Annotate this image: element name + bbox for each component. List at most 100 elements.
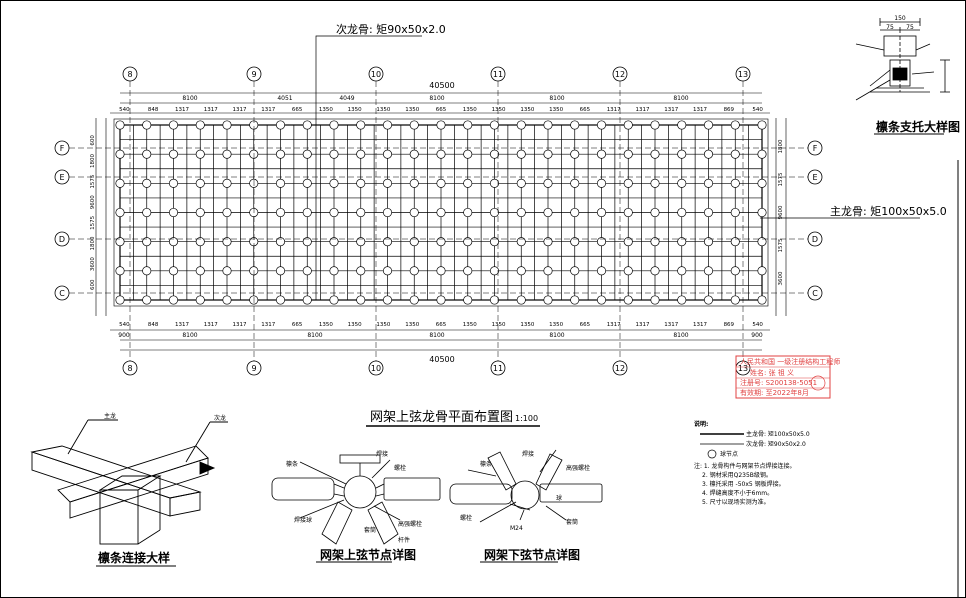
vertical-dim: 600 [90,135,96,146]
lower-node-label: 焊接 [522,450,534,458]
ball-node [115,178,125,188]
ball-node [463,295,473,305]
purlin-connection-title: 檩条连接大样 [98,550,170,565]
ball-node [516,149,526,159]
row-axis-label: F [813,144,818,153]
ball-node [757,178,767,188]
ball-node [516,178,526,188]
upper-node-detail [271,454,441,545]
plan-grid [113,118,769,307]
ball-node [570,266,580,276]
ball-node [409,295,419,305]
row-axis-bubble [807,285,823,301]
subgrid-dim: 1317 [664,107,678,113]
ball-node [730,149,740,159]
ball-node [409,237,419,247]
ball-node [356,120,366,130]
ball-node [356,149,366,159]
column-axis-label: 10 [371,70,381,79]
ball-node [382,120,393,130]
lower-node-label: M24 [510,525,523,532]
ball-node [115,120,125,130]
upper-node-label: 檩条 [286,460,298,468]
subgrid-dim: 869 [724,107,735,113]
subgrid-dim: 1317 [233,322,247,328]
ball-node [703,207,714,218]
ball-node [329,237,339,247]
notes-heading: 说明: [694,420,708,428]
ball-node [650,120,660,130]
notes-legend: 主龙骨: 矩100x50x5.0 [746,430,810,438]
ball-node [275,178,286,188]
notes-item: 3. 檩托采用 -50x5 钢板焊接。 [702,480,785,488]
subgrid-dim: 540 [752,322,763,328]
connection-label: 次龙 [214,414,226,422]
ball-node [329,295,339,305]
ball-node [275,266,286,276]
bottom-segment: 8100 [307,332,322,339]
ball-node [677,178,687,188]
ball-node [222,266,232,276]
ball-node [436,237,446,247]
ball-node [757,149,767,159]
subgrid-dim: 665 [292,322,303,328]
plan-scale: 1:100 [515,414,538,423]
ball-node [168,266,179,276]
ball-node [115,295,125,305]
ball-node [356,266,366,276]
lower-node-label: 套筒 [566,518,578,526]
ball-node [356,207,366,218]
ball-node [195,295,205,305]
vertical-dim: 9600 [778,205,784,219]
ball-node [329,149,339,159]
ball-node [623,295,633,305]
ball-node [650,207,660,218]
ball-node [596,237,607,247]
lower-node-detail [449,449,603,523]
ball-node [382,178,393,188]
ball-node [543,178,553,188]
ball-node [222,178,232,188]
ball-node [463,120,473,130]
column-axis-label: 12 [615,364,625,373]
ball-node [596,149,607,159]
ball-node [489,295,500,305]
top-segment: 4051 [277,95,292,102]
top-segment: 4049 [339,95,354,102]
subgrid-dim: 1317 [664,322,678,328]
ball-node [677,266,687,276]
subgrid-dim: 1350 [492,322,506,328]
row-axis-bubble [807,231,823,247]
ball-node [329,207,339,218]
subgrid-dim: 1317 [175,322,189,328]
upper-node-label: 套筒 [364,526,376,534]
ball-node [596,295,607,305]
notes-item: 2. 钢材采用Q235B级钢。 [702,471,772,479]
subgrid-dim: 1350 [405,107,419,113]
ball-node [516,266,526,276]
ball-node [677,237,687,247]
ball-node [703,178,714,188]
ball-node [168,237,179,247]
ball-node [677,120,687,130]
ball-node [623,266,633,276]
subgrid-dim: 1350 [492,107,506,113]
ball-node [168,149,179,159]
vertical-dim: 1575 [90,174,96,188]
ball-node [409,178,419,188]
ball-node [115,266,125,276]
subgrid-dim: 665 [292,107,303,113]
ball-node [195,120,205,130]
top-segment: 8100 [549,95,564,102]
subgrid-dim: 540 [752,107,763,113]
ball-node [436,207,446,218]
plan-dimension-lines [95,92,787,351]
subgrid-dim: 1350 [463,107,477,113]
ball-node [409,207,419,218]
ball-node [543,120,553,130]
ball-node [222,295,232,305]
subgrid-dim: 848 [148,322,159,328]
ball-node [703,266,714,276]
member-leaders [315,35,920,300]
upper-node-label: 高强螺栓 [398,520,422,528]
